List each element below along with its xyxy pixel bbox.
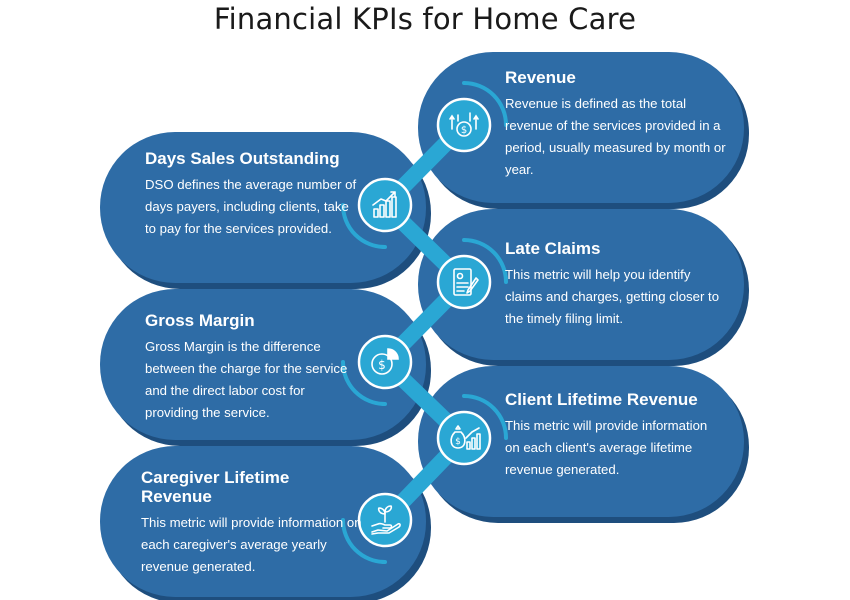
card-heading: Caregiver Lifetime Revenue [141, 468, 290, 506]
card-description: This metric will provide information on … [141, 515, 362, 574]
money-bag-chart-icon: $ [450, 425, 481, 450]
card-gross-margin [100, 289, 426, 440]
card-heading: Revenue [505, 68, 576, 87]
revenue-coins-chart-icon: $ [449, 112, 479, 137]
card-caregiver-ltr-text: Caregiver Lifetime Revenue This metric w… [141, 468, 376, 578]
card-dso-text: Days Sales Outstanding DSO defines the a… [145, 149, 360, 240]
hand-plant-icon [371, 505, 401, 535]
svg-text:$: $ [455, 437, 461, 447]
card-heading: Gross Margin [145, 311, 255, 330]
bar-chart-growth-icon [372, 191, 397, 218]
card-revenue [418, 52, 744, 203]
card-late-claims [418, 209, 744, 360]
card-caregiver-ltr [100, 446, 426, 597]
card-revenue-text: Revenue Revenue is defined as the total … [505, 68, 730, 181]
card-heading: Late Claims [505, 239, 601, 258]
card-heading: Days Sales Outstanding [145, 149, 340, 168]
card-description: Revenue is defined as the total revenue … [505, 96, 726, 177]
svg-text:$: $ [461, 125, 467, 136]
card-description: Gross Margin is the difference between t… [145, 339, 348, 420]
card-dso [100, 132, 426, 283]
card-client-ltr [418, 366, 744, 517]
card-late-claims-text: Late Claims This metric will help you id… [505, 239, 730, 330]
dollar-pie-chart-icon: $ [371, 348, 399, 375]
svg-text:$: $ [378, 358, 386, 372]
page-title: Financial KPIs for Home Care [213, 2, 637, 36]
card-client-ltr-text: Client Lifetime Revenue This metric will… [505, 390, 720, 481]
card-heading: Client Lifetime Revenue [505, 390, 698, 409]
card-gross-margin-text: Gross Margin Gross Margin is the differe… [145, 311, 360, 424]
card-description: This metric will help you identify claim… [505, 267, 720, 326]
card-description: This metric will provide information on … [505, 418, 708, 477]
card-description: DSO defines the average number of days p… [145, 177, 357, 236]
claim-document-icon [453, 268, 479, 296]
